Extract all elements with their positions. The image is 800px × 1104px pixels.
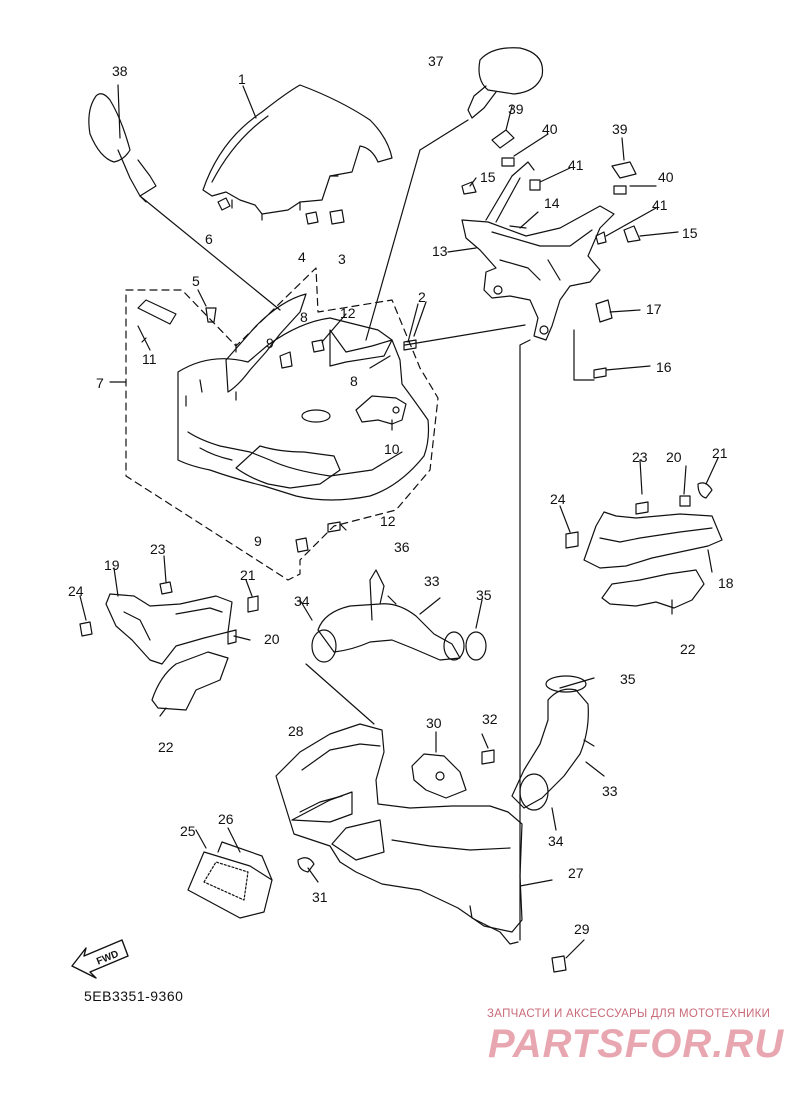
callout-9b: 9 (254, 533, 262, 549)
watermark-logo: PARTSFOR.RU (488, 1022, 785, 1066)
inner-panel (225, 293, 307, 393)
watermark-tagline: ЗАПЧАСТИ И АКСЕССУАРЫ ДЛЯ МОТОТЕХНИКИ (487, 1008, 771, 1020)
callout-12a: 12 (340, 305, 356, 321)
callout-39b: 39 (612, 121, 628, 137)
callout-35b: 35 (620, 671, 636, 687)
callout-35a: 35 (476, 587, 492, 603)
intake-pipe-lower (511, 675, 595, 811)
seal-left (151, 651, 229, 711)
windscreen (202, 84, 393, 215)
air-box (275, 723, 523, 945)
callout-34a: 34 (294, 593, 310, 609)
callout-37: 37 (428, 53, 444, 69)
duct-right (583, 511, 723, 569)
callout-2: 2 (418, 289, 426, 305)
callout-41a: 41 (568, 157, 584, 173)
callout-32: 32 (482, 711, 498, 727)
upper-cowling (177, 317, 430, 501)
callout-20b: 20 (666, 449, 682, 465)
callout-24a: 24 (68, 583, 84, 599)
callout-13: 13 (432, 243, 448, 259)
callout-15a: 15 (480, 169, 496, 185)
callout-29: 29 (574, 921, 590, 937)
callout-4: 4 (298, 249, 306, 265)
callout-30: 30 (426, 715, 442, 731)
callout-38: 38 (112, 63, 128, 79)
callout-11: 11 (142, 351, 157, 367)
callout-8b: 8 (350, 373, 358, 389)
callout-31: 31 (312, 889, 328, 905)
callout-41b: 41 (652, 197, 668, 213)
callout-24b: 24 (550, 491, 566, 507)
callout-34b: 34 (548, 833, 564, 849)
callout-7: 7 (96, 375, 104, 391)
callout-39a: 39 (508, 101, 524, 117)
callout-36: 36 (394, 539, 410, 555)
seal-right (601, 569, 705, 609)
callout-14: 14 (544, 195, 560, 211)
callout-28: 28 (288, 723, 304, 739)
callout-3: 3 (338, 251, 346, 267)
intake-pipe-upper (311, 569, 487, 663)
air-box-mount (411, 753, 467, 799)
callout-18: 18 (718, 575, 734, 591)
diagram-reference-code: 5EB3351-9360 (84, 988, 184, 1004)
mirror-left (88, 93, 157, 203)
callout-12b: 12 (380, 513, 396, 529)
callout-20a: 20 (264, 631, 280, 647)
callout-21b: 21 (712, 445, 728, 461)
callout-9a: 9 (266, 335, 274, 351)
fwd-arrow-icon (71, 939, 129, 979)
callout-labels: 1 2 3 4 5 6 7 8 8 9 9 10 11 12 12 13 14 … (68, 53, 734, 967)
cowling-stay (461, 205, 615, 341)
callout-33b: 33 (602, 783, 618, 799)
callout-10: 10 (384, 441, 400, 457)
callout-26: 26 (218, 811, 234, 827)
callout-22b: 22 (680, 641, 696, 657)
callout-8a: 8 (300, 309, 308, 325)
callout-5: 5 (192, 273, 200, 289)
callout-1: 1 (238, 71, 246, 87)
callout-23a: 23 (150, 541, 166, 557)
callout-6: 6 (205, 231, 213, 247)
callout-25: 25 (180, 823, 196, 839)
callout-17: 17 (646, 301, 662, 317)
callout-23b: 23 (632, 449, 648, 465)
side-vent (355, 395, 407, 425)
callout-40a: 40 (542, 121, 558, 137)
callout-27: 27 (568, 865, 584, 881)
callout-15b: 15 (682, 225, 698, 241)
callout-21a: 21 (240, 567, 256, 583)
callout-19: 19 (104, 557, 120, 573)
rubber-strip (137, 299, 177, 325)
callout-33a: 33 (424, 573, 440, 589)
callout-40b: 40 (658, 169, 674, 185)
callout-22a: 22 (158, 739, 174, 755)
mirror-right (467, 47, 544, 119)
callout-16: 16 (656, 359, 672, 375)
intake-grille (187, 841, 273, 919)
